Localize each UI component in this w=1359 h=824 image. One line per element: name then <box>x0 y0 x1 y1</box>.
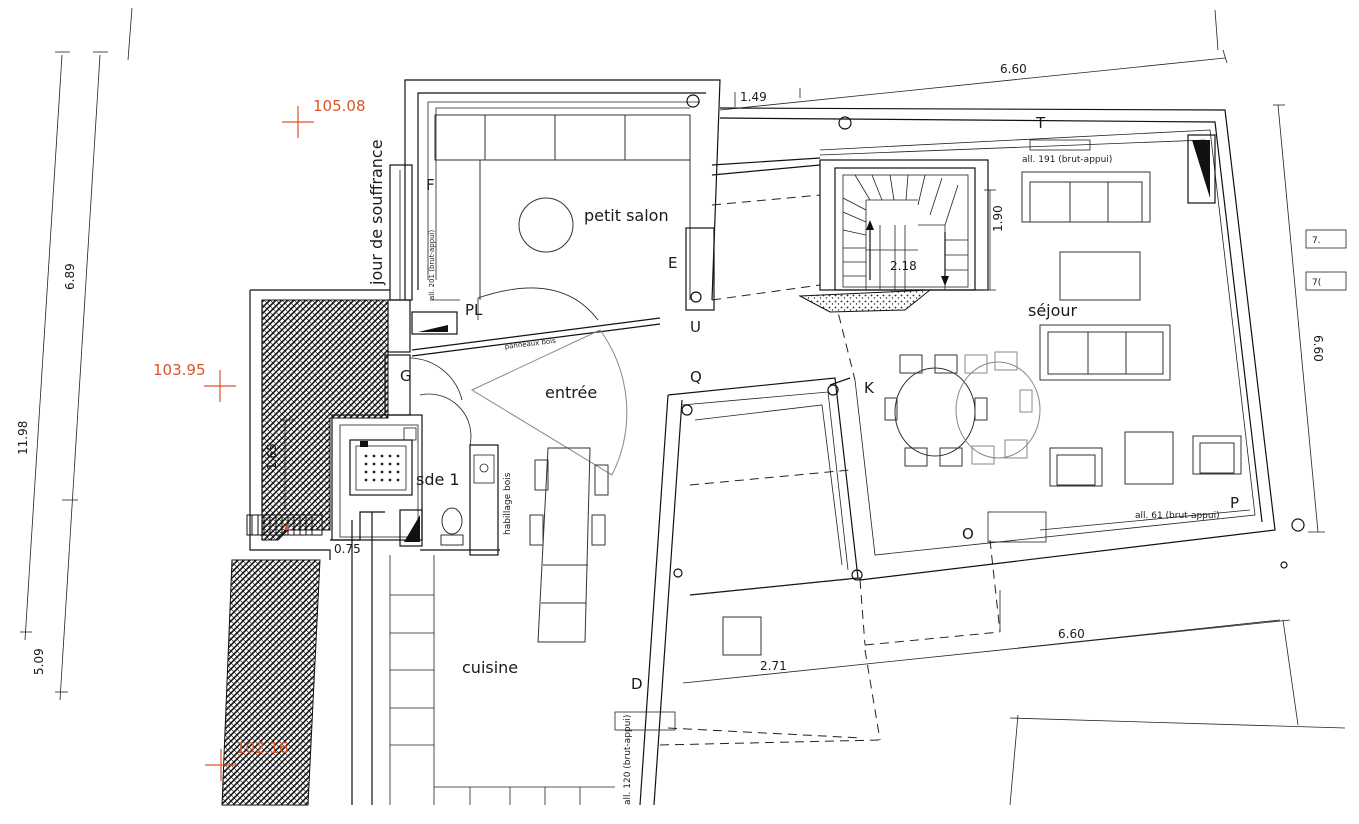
terrace-paving <box>221 289 390 806</box>
top-boundary <box>719 9 1325 533</box>
dim-2-71: 2.71 <box>760 659 787 673</box>
dim-bottom-6-60: 6.60 <box>1058 627 1085 641</box>
marker-P: P <box>1230 494 1239 512</box>
entree-door-swing <box>403 329 628 476</box>
petit-salon-walls <box>404 79 721 335</box>
note-all-201: all. 201 (brut-appui) <box>428 229 436 300</box>
note-all-120: all. 120 (brut-appui) <box>623 715 633 805</box>
sejour-furniture <box>884 171 1242 487</box>
elevation-105-08: 105.08 <box>313 97 366 115</box>
dim-1-65: 1.65 <box>265 443 279 470</box>
room-label-sde: sde 1 <box>416 470 460 489</box>
elevation-markers <box>204 106 314 781</box>
note-all-191: all. 191 (brut-appui) <box>1022 155 1112 165</box>
marker-D: D <box>631 675 643 693</box>
corridor <box>711 157 989 313</box>
note-all-61: all. 61 (brut-appui) <box>1135 511 1220 521</box>
left-dimension-lines <box>20 7 133 701</box>
room-label-entree: entrée <box>545 383 597 402</box>
partition-panneaux-bois <box>411 287 661 357</box>
dim-11-98: 11.98 <box>16 421 30 455</box>
courtyard <box>659 299 1346 806</box>
dim-top-6-60: 6.60 <box>1000 62 1027 76</box>
kitchen-island <box>529 447 609 643</box>
dim-0-75: 0.75 <box>334 542 361 556</box>
marker-F: F <box>426 176 435 194</box>
marker-PL: PL <box>465 301 483 319</box>
right-edge-labels <box>999 229 1347 632</box>
marker-O: O <box>962 525 974 543</box>
marker-K: K <box>864 379 875 397</box>
dim-1-49: 1.49 <box>740 90 767 104</box>
staircase <box>834 167 976 291</box>
sde-room <box>349 439 500 556</box>
dim-5-09: 5.09 <box>32 648 46 675</box>
elevation-103-95: 103.95 <box>153 361 206 379</box>
marker-E: E <box>668 254 677 272</box>
dim-right-6-60: 6.60 <box>1311 335 1325 362</box>
dimension-ticks <box>734 88 1281 649</box>
edge-label-b: 7( <box>1312 278 1321 288</box>
elevation-102-16: 102.16 <box>236 739 289 757</box>
marker-G: G <box>400 367 412 385</box>
labels: petit salon entrée séjour sde 1 cuisine … <box>16 62 1325 805</box>
edge-label-a: 7. <box>1312 236 1321 246</box>
marker-U: U <box>690 318 701 336</box>
note-habillage-bois: habillage bois <box>503 472 513 535</box>
dim-6-89: 6.89 <box>63 263 77 290</box>
dim-1-90: 1.90 <box>991 205 1005 232</box>
marker-Q: Q <box>690 368 702 386</box>
marker-T: T <box>1035 114 1046 132</box>
room-label-cuisine: cuisine <box>462 658 518 677</box>
cuisine-walls <box>330 394 683 806</box>
note-panneaux-bois: panneaux bois <box>504 337 556 351</box>
left-walls <box>331 164 423 541</box>
room-label-petit-salon: petit salon <box>584 206 669 225</box>
room-label-jour-de-souffrance: jour de souffrance <box>367 139 386 286</box>
sejour-walls <box>719 107 1305 581</box>
room-label-sejour: séjour <box>1028 301 1078 320</box>
dim-2-18: 2.18 <box>890 259 917 273</box>
